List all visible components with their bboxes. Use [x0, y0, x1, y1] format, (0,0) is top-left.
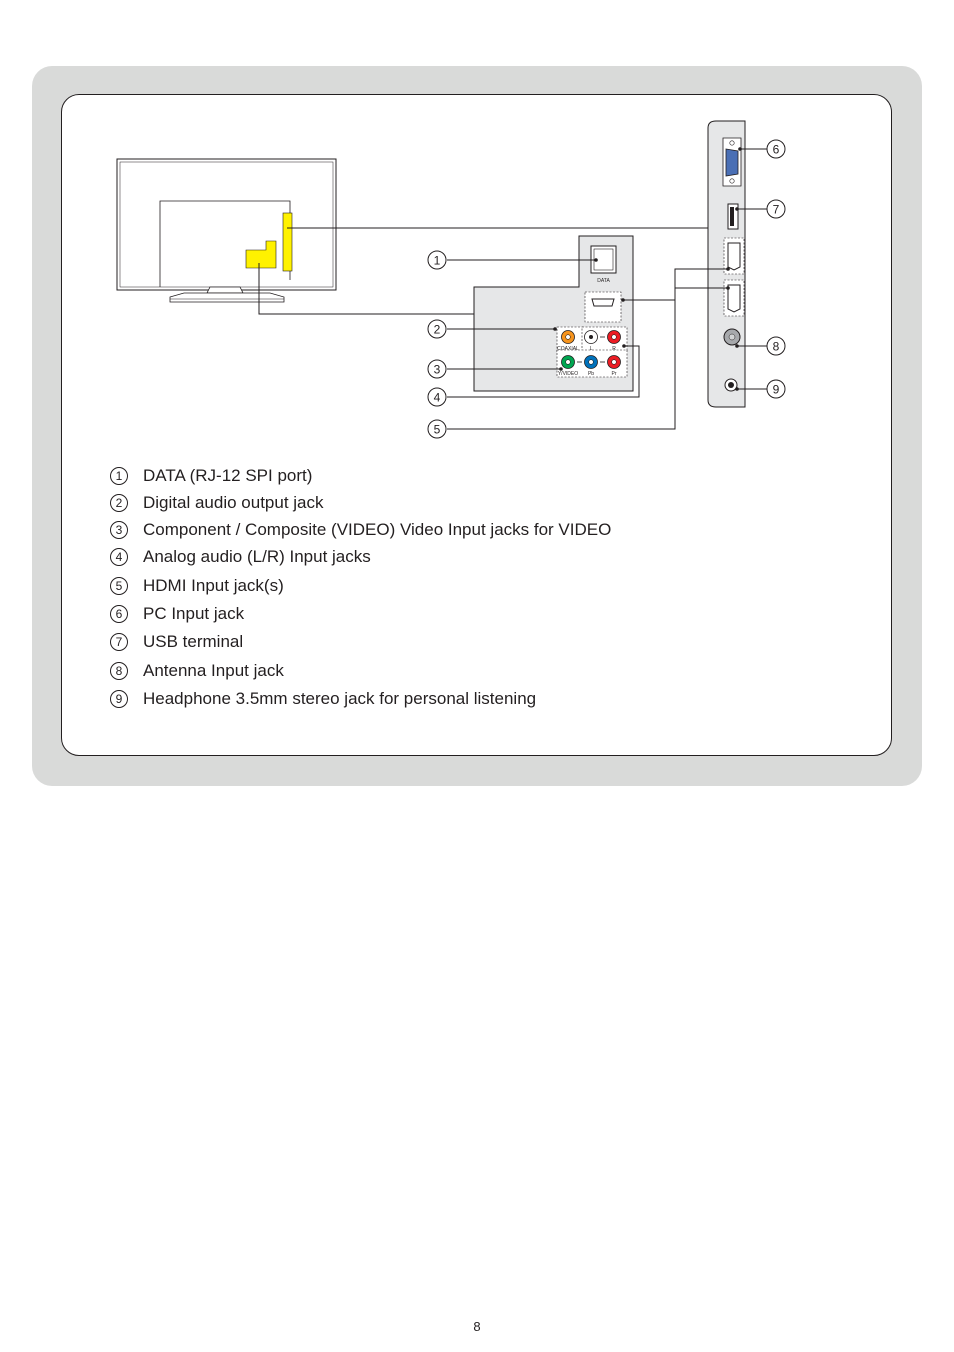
- legend-label: HDMI Input jack(s): [143, 576, 284, 595]
- legend-item: 4 Analog audio (L/R) Input jacks: [110, 546, 371, 568]
- legend-label: Analog audio (L/R) Input jacks: [143, 547, 371, 566]
- tv-connection-diagram: DATA COAXIAL L R Y/VIDEO Pb Pr: [116, 120, 786, 439]
- legend-item: 8 Antenna Input jack: [110, 660, 284, 682]
- legend-label: USB terminal: [143, 632, 244, 651]
- legend-number: 4: [110, 548, 128, 566]
- callout-1: 1: [427, 250, 447, 270]
- legend-number: 1: [110, 467, 128, 485]
- legend-item: 7 USB terminal: [110, 631, 243, 653]
- hdmi-2-port-icon: [727, 284, 741, 313]
- svg-text:8: 8: [773, 340, 780, 354]
- legend-number: 9: [110, 690, 128, 708]
- legend-number: 7: [110, 633, 128, 651]
- legend-label: Antenna Input jack: [143, 661, 284, 680]
- callout-dots: [553, 147, 742, 391]
- svg-text:9: 9: [773, 383, 780, 397]
- legend-label: Headphone 3.5mm stereo jack for personal…: [143, 689, 537, 708]
- legend-item: 6 PC Input jack: [110, 603, 244, 625]
- audio-r-label: R: [612, 346, 616, 352]
- svg-text:3: 3: [434, 363, 441, 377]
- legend-label: PC Input jack: [143, 604, 245, 623]
- callout-7: 7: [766, 199, 786, 219]
- legend-item: 1 DATA (RJ-12 SPI port): [110, 465, 312, 487]
- svg-text:1: 1: [434, 254, 441, 268]
- data-port-label: DATA: [597, 278, 610, 284]
- legend-label: DATA (RJ-12 SPI port): [143, 466, 313, 485]
- legend-item: 2 Digital audio output jack: [110, 492, 324, 514]
- callout-5: 5: [427, 419, 447, 439]
- svg-text:4: 4: [434, 391, 441, 405]
- legend-number: 3: [110, 521, 128, 539]
- side-terminal-panel: [707, 120, 746, 408]
- rear-terminal-panel: DATA COAXIAL L R Y/VIDEO Pb Pr: [473, 235, 634, 392]
- coaxial-jack-label: COAXIAL: [557, 346, 579, 352]
- callout-9: 9: [766, 379, 786, 399]
- vga-port-icon: [725, 148, 739, 177]
- svg-text:7: 7: [773, 203, 780, 217]
- legend-label: Component / Composite (VIDEO) Video Inpu…: [143, 520, 612, 539]
- svg-text:2: 2: [434, 323, 441, 337]
- y-video-label: Y/VIDEO: [558, 371, 578, 377]
- callout-8: 8: [766, 336, 786, 356]
- legend-number: 2: [110, 494, 128, 512]
- callout-3: 3: [427, 359, 447, 379]
- audio-l-label: L: [590, 346, 593, 352]
- svg-text:5: 5: [434, 423, 441, 437]
- legend-number: 6: [110, 605, 128, 623]
- legend-item: 5 HDMI Input jack(s): [110, 575, 284, 597]
- legend-number: 5: [110, 577, 128, 595]
- legend-item: 3 Component / Composite (VIDEO) Video In…: [110, 519, 611, 541]
- legend-item: 9 Headphone 3.5mm stereo jack for person…: [110, 688, 536, 710]
- svg-text:6: 6: [773, 143, 780, 157]
- tv-back-illustration: [116, 158, 337, 303]
- hdmi-port-icon: [591, 298, 615, 307]
- legend-label: Digital audio output jack: [143, 493, 324, 512]
- callout-lines: [447, 148, 767, 430]
- hdmi-1-port-icon: [727, 242, 741, 271]
- pr-label: Pr: [612, 371, 617, 377]
- callout-6: 6: [766, 139, 786, 159]
- legend-number: 8: [110, 662, 128, 680]
- pb-label: Pb: [588, 371, 594, 377]
- page-number: 8: [473, 1319, 481, 1334]
- callout-4: 4: [427, 387, 447, 407]
- callout-2: 2: [427, 319, 447, 339]
